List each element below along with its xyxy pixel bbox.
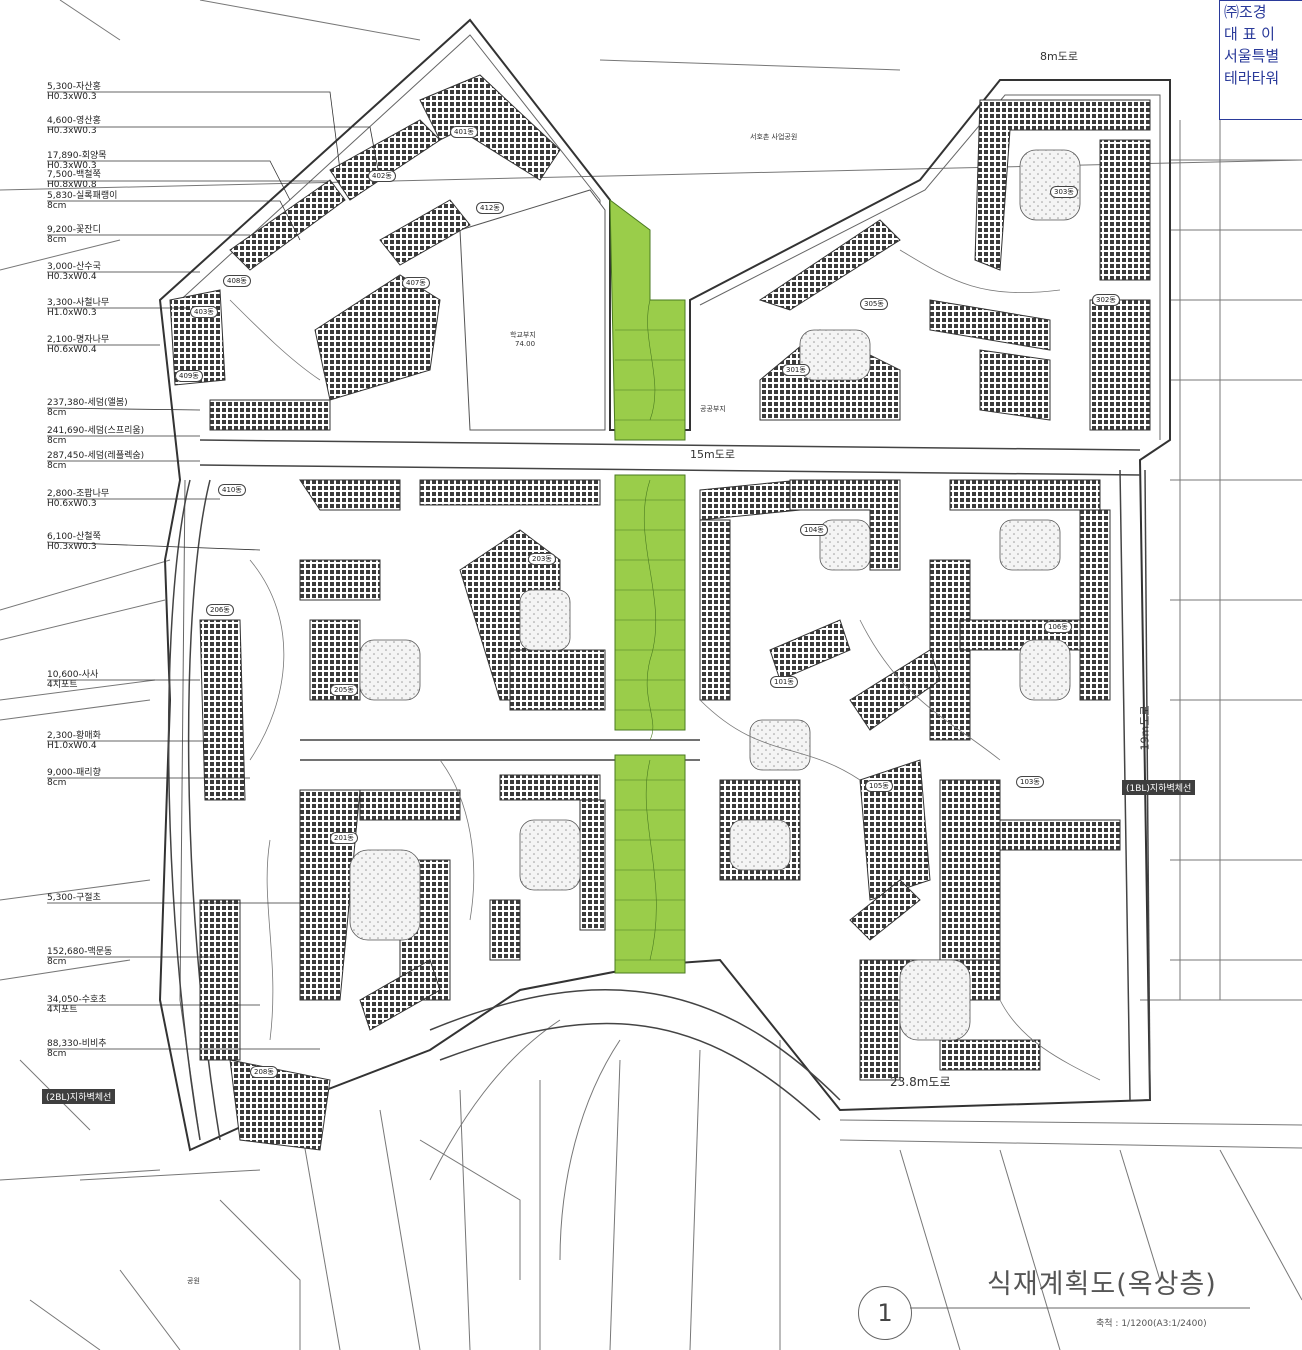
building-label: 105동	[865, 780, 893, 792]
building-label: 407동	[402, 277, 430, 289]
building-label: 205동	[330, 684, 358, 696]
building-label: 101동	[770, 676, 798, 688]
building-label: 402동	[368, 170, 396, 182]
wall-label-east: (1BL)지하벽체선	[1122, 780, 1196, 795]
drawing-title: 식재계획도(옥상층)	[987, 1269, 1217, 1300]
stamp-line-2: 대 표 이	[1224, 25, 1275, 43]
park-label: 서호촌 사업공원	[750, 133, 798, 141]
building-label: 303동	[1050, 186, 1078, 198]
road-label-south: 23.8m도로	[890, 1075, 951, 1089]
road-label-north: 8m도로	[1040, 50, 1078, 63]
courtyards	[349, 149, 1081, 1041]
building-label: 106동	[1044, 621, 1072, 633]
scale-label: 축척 : 1/1200(A3:1/2400)	[1096, 1319, 1207, 1329]
building-label: 408동	[223, 275, 251, 287]
legend-item: 287,450-세덤(레플렉숨)8cm	[47, 451, 145, 471]
plaza-label: 공원	[187, 1277, 200, 1285]
building-label: 203동	[528, 553, 556, 565]
building-label: 401동	[450, 126, 478, 138]
building-label: 302동	[1092, 294, 1120, 306]
building-label: 201동	[330, 832, 358, 844]
company-stamp: ㈜조경 대 표 이 서울특별 테라타워	[1219, 0, 1302, 120]
wall-label-west: (2BL)지하벽체선	[42, 1089, 116, 1104]
legend-item: 241,690-세덤(스프리움)8cm	[47, 426, 145, 446]
stamp-line-3: 서울특별	[1224, 47, 1280, 65]
building-label: 301동	[782, 364, 810, 376]
legend-item: 5,300-구절초	[47, 893, 101, 903]
building-label: 409동	[175, 370, 203, 382]
road-label-middle: 15m도로	[690, 448, 735, 461]
building-label: 412동	[476, 202, 504, 214]
stamp-line-1: ㈜조경	[1224, 3, 1267, 21]
legend-item: 237,380-세덤(앨봄)8cm	[47, 398, 128, 418]
building-label: 104동	[800, 524, 828, 536]
stamp-line-4: 테라타워	[1224, 69, 1280, 87]
drawing-number: 1	[858, 1286, 912, 1340]
building-label: 410동	[218, 484, 246, 496]
public-site-label: 공공부지	[700, 405, 726, 413]
school-site-label: 학교부지	[510, 331, 536, 339]
building-label: 206동	[206, 604, 234, 616]
school-level-label: 74.00	[515, 340, 536, 348]
building-label: 305동	[860, 298, 888, 310]
building-label: 103동	[1016, 776, 1044, 788]
building-label: 208동	[250, 1066, 278, 1078]
building-label: 403동	[190, 306, 218, 318]
